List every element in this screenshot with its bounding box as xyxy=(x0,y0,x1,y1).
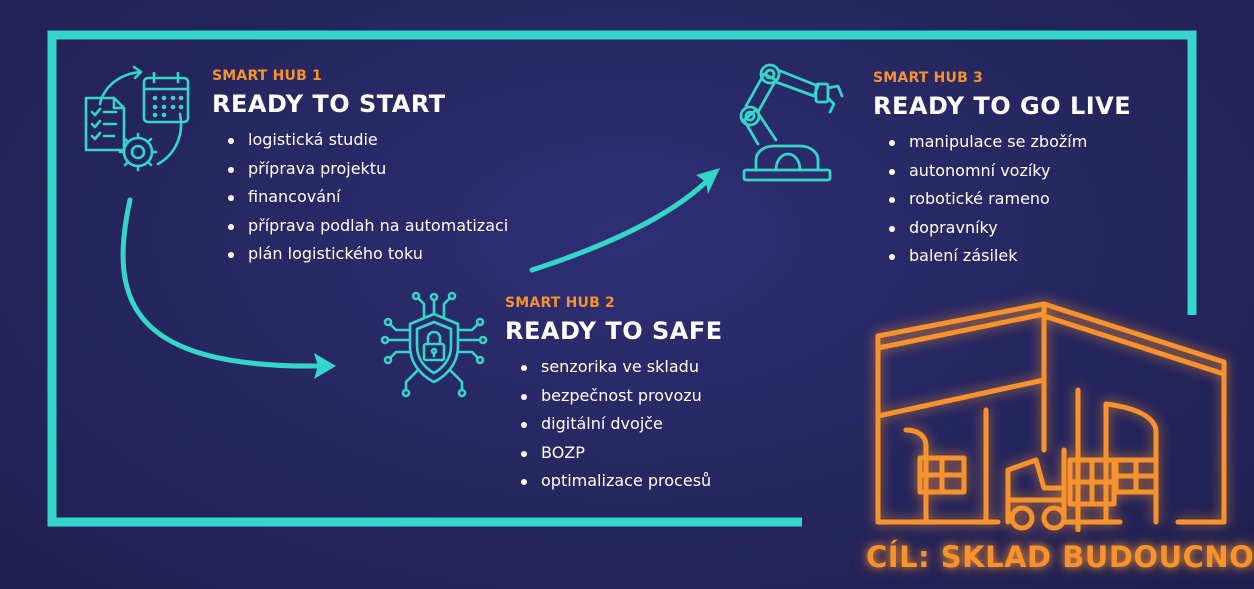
list-item: dopravníky xyxy=(889,214,1131,243)
list-item: BOZP xyxy=(521,439,723,468)
hub-3-list: manipulace se zbožím autonomní vozíky ro… xyxy=(873,128,1131,271)
list-item: financování xyxy=(228,183,508,212)
hub-1-title: READY TO START xyxy=(212,90,446,118)
list-item: autonomní vozíky xyxy=(889,157,1131,186)
hub-2-title: READY TO SAFE xyxy=(505,317,723,345)
list-item: balení zásilek xyxy=(889,242,1131,271)
checklist-calendar-gear-icon xyxy=(84,65,190,172)
hub-1-subtitle: SMART HUB 1 xyxy=(212,68,322,84)
hub-1: SMART HUB 1 READY TO START logistická st… xyxy=(212,68,508,269)
list-item: příprava podlah na automatizaci xyxy=(228,212,508,241)
list-item: logistická studie xyxy=(228,126,508,155)
list-item: manipulace se zbožím xyxy=(889,128,1131,157)
hub-2-subtitle: SMART HUB 2 xyxy=(505,295,615,311)
goal-label: CÍL: SKLAD BUDOUCNOSTI xyxy=(866,540,1254,574)
hub-2-list: senzorika ve skladu bezpečnost provozu d… xyxy=(505,353,723,496)
hub-3-subtitle: SMART HUB 3 xyxy=(873,70,983,86)
flow-arrow-hub2-to-hub3 xyxy=(529,179,709,273)
list-item: senzorika ve skladu xyxy=(521,353,723,382)
hub-3-title: READY TO GO LIVE xyxy=(873,92,1132,120)
warehouse-forklift-icon xyxy=(875,301,1227,532)
robotic-arm-icon xyxy=(739,63,844,182)
list-item: příprava projektu xyxy=(228,155,508,184)
arrow-head-hub3 xyxy=(696,168,720,194)
list-item: bezpečnost provozu xyxy=(521,382,723,411)
flow-arrow-hub1-to-hub2 xyxy=(120,197,321,369)
hub-1-list: logistická studie příprava projektu fina… xyxy=(212,126,508,269)
list-item: optimalizace procesů xyxy=(521,467,723,496)
hub-2: SMART HUB 2 READY TO SAFE senzorika ve s… xyxy=(505,295,723,496)
arrow-head-hub2 xyxy=(314,353,336,379)
list-item: digitální dvojče xyxy=(521,410,723,439)
shield-lock-circuit-icon xyxy=(380,291,488,398)
list-item: robotické rameno xyxy=(889,185,1131,214)
hub-3: SMART HUB 3 READY TO GO LIVE manipulace … xyxy=(873,70,1131,271)
frame-border xyxy=(47,30,1197,527)
list-item: plán logistického toku xyxy=(228,240,508,269)
